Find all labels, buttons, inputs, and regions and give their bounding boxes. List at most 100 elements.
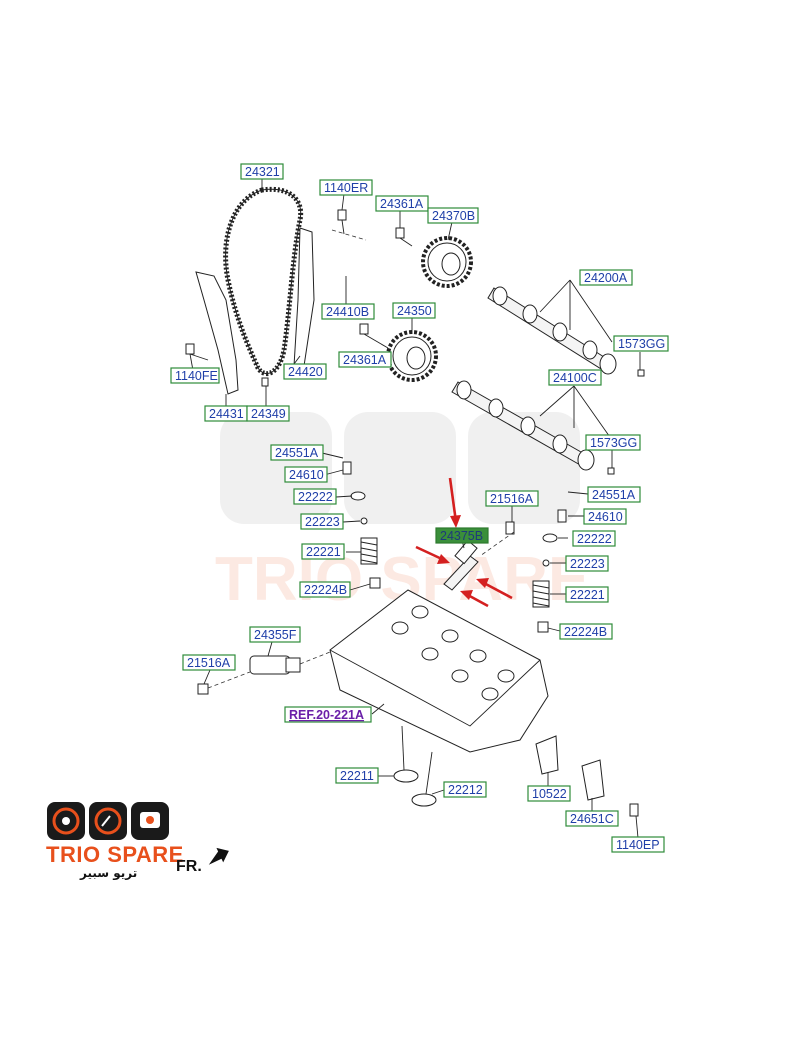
brand-word-2: SPARE bbox=[107, 842, 184, 867]
valve-icon bbox=[411, 751, 437, 807]
part-label: 22224B bbox=[299, 581, 351, 598]
svg-text:24349: 24349 bbox=[251, 407, 286, 421]
part-label: 1140ER bbox=[319, 179, 373, 196]
part-label: 1140FE bbox=[170, 367, 220, 384]
part-label: 22223 bbox=[565, 555, 609, 572]
part-label: 24361A bbox=[338, 351, 392, 368]
oil-control-valve bbox=[443, 539, 479, 591]
svg-text:22224B: 22224B bbox=[304, 583, 347, 597]
part-label-highlighted: 24375B bbox=[435, 527, 489, 544]
cover-plate bbox=[535, 735, 559, 775]
part-label: 24431 bbox=[204, 405, 248, 422]
svg-text:24100C: 24100C bbox=[553, 371, 597, 385]
ref-label: REF.20-221A bbox=[284, 706, 372, 723]
highlight-arrows bbox=[415, 477, 513, 608]
part-label: 24200A bbox=[579, 269, 633, 286]
svg-text:24355F: 24355F bbox=[254, 628, 297, 642]
part-label: 21516A bbox=[182, 654, 236, 671]
camshaft-icon bbox=[487, 286, 617, 375]
part-label: 24100C bbox=[548, 369, 602, 386]
svg-text:24370B: 24370B bbox=[432, 209, 475, 223]
svg-text:24375B: 24375B bbox=[440, 529, 483, 543]
part-label: 22221 bbox=[301, 543, 345, 560]
svg-text:22223: 22223 bbox=[570, 557, 605, 571]
sprocket-icon bbox=[386, 330, 438, 382]
part-label: 22212 bbox=[443, 781, 487, 798]
svg-text:1140ER: 1140ER bbox=[324, 181, 368, 195]
svg-text:1140EP: 1140EP bbox=[616, 838, 660, 852]
svg-text:24350: 24350 bbox=[397, 304, 432, 318]
svg-text:21516A: 21516A bbox=[490, 492, 534, 506]
part-label: 24370B bbox=[427, 207, 479, 224]
part-label: 22223 bbox=[300, 513, 344, 530]
logo-badge-icon bbox=[47, 802, 169, 840]
svg-text:REF.20-221A: REF.20-221A bbox=[289, 708, 364, 722]
spring-icon bbox=[532, 580, 550, 608]
svg-text:24200A: 24200A bbox=[584, 271, 628, 285]
part-label: 22221 bbox=[565, 586, 609, 603]
camshaft-icon bbox=[451, 380, 595, 471]
cylinder-head-icon bbox=[329, 589, 549, 753]
svg-text:22223: 22223 bbox=[305, 515, 340, 529]
part-label: 1573GG bbox=[613, 335, 669, 352]
svg-text:22211: 22211 bbox=[340, 769, 374, 783]
chain-icon bbox=[223, 186, 304, 376]
brand-arabic: تريو سبير bbox=[80, 866, 138, 880]
chain-guide-left bbox=[195, 271, 239, 395]
part-label: 22224B bbox=[559, 623, 613, 640]
svg-text:24361A: 24361A bbox=[380, 197, 424, 211]
part-label: 24551A bbox=[270, 444, 324, 461]
part-label: 10522 bbox=[527, 785, 571, 802]
part-label: 24350 bbox=[392, 302, 436, 319]
part-label: 1140EP bbox=[611, 836, 665, 853]
part-label: 22211 bbox=[335, 767, 379, 784]
bolt-icon bbox=[185, 209, 645, 817]
part-label: 24610 bbox=[583, 508, 627, 525]
brand-word-1: TRIO bbox=[46, 842, 101, 867]
front-direction-label: FR. bbox=[176, 858, 202, 875]
valve-icon bbox=[393, 725, 419, 783]
part-label: 24321 bbox=[240, 163, 284, 180]
svg-text:22212: 22212 bbox=[448, 783, 483, 797]
svg-text:22221: 22221 bbox=[570, 588, 605, 602]
part-label: 21516A bbox=[485, 490, 539, 507]
leader-lines bbox=[189, 178, 641, 839]
cam-position-sensor bbox=[249, 651, 331, 675]
part-label: 22222 bbox=[572, 530, 616, 547]
svg-text:22222: 22222 bbox=[577, 532, 612, 546]
spring-icon bbox=[360, 537, 378, 565]
svg-text:21516A: 21516A bbox=[187, 656, 231, 670]
part-label: 24651C bbox=[565, 810, 619, 827]
svg-text:22224B: 22224B bbox=[564, 625, 607, 639]
part-label: 24361A bbox=[375, 195, 429, 212]
part-label: 24551A bbox=[587, 486, 641, 503]
svg-text:1573GG: 1573GG bbox=[618, 337, 665, 351]
svg-text:22222: 22222 bbox=[298, 490, 333, 504]
part-label: 24410B bbox=[321, 303, 375, 320]
svg-text:24321: 24321 bbox=[245, 165, 280, 179]
svg-text:24610: 24610 bbox=[588, 510, 623, 524]
cover-plate bbox=[581, 759, 605, 801]
svg-text:24551A: 24551A bbox=[275, 446, 319, 460]
svg-text:24420: 24420 bbox=[288, 365, 323, 379]
svg-text:24361A: 24361A bbox=[343, 353, 387, 367]
brand-logo: TRIO SPARE bbox=[46, 842, 184, 868]
svg-text:1140FE: 1140FE bbox=[175, 369, 218, 383]
part-label: 22222 bbox=[293, 488, 337, 505]
svg-text:24551A: 24551A bbox=[592, 488, 636, 502]
part-label: 24355F bbox=[249, 626, 301, 643]
svg-text:22221: 22221 bbox=[306, 545, 341, 559]
svg-text:24610: 24610 bbox=[289, 468, 324, 482]
part-label: 24610 bbox=[284, 466, 328, 483]
svg-text:24651C: 24651C bbox=[570, 812, 614, 826]
svg-text:24410B: 24410B bbox=[326, 305, 369, 319]
svg-text:24431: 24431 bbox=[209, 407, 244, 421]
part-label: 1573GG bbox=[585, 434, 641, 451]
front-arrow-icon bbox=[208, 847, 229, 865]
svg-text:1573GG: 1573GG bbox=[590, 436, 637, 450]
part-label: 24420 bbox=[283, 363, 327, 380]
svg-text:10522: 10522 bbox=[532, 787, 567, 801]
part-label: 24349 bbox=[246, 405, 290, 422]
sprocket-icon bbox=[421, 236, 473, 288]
